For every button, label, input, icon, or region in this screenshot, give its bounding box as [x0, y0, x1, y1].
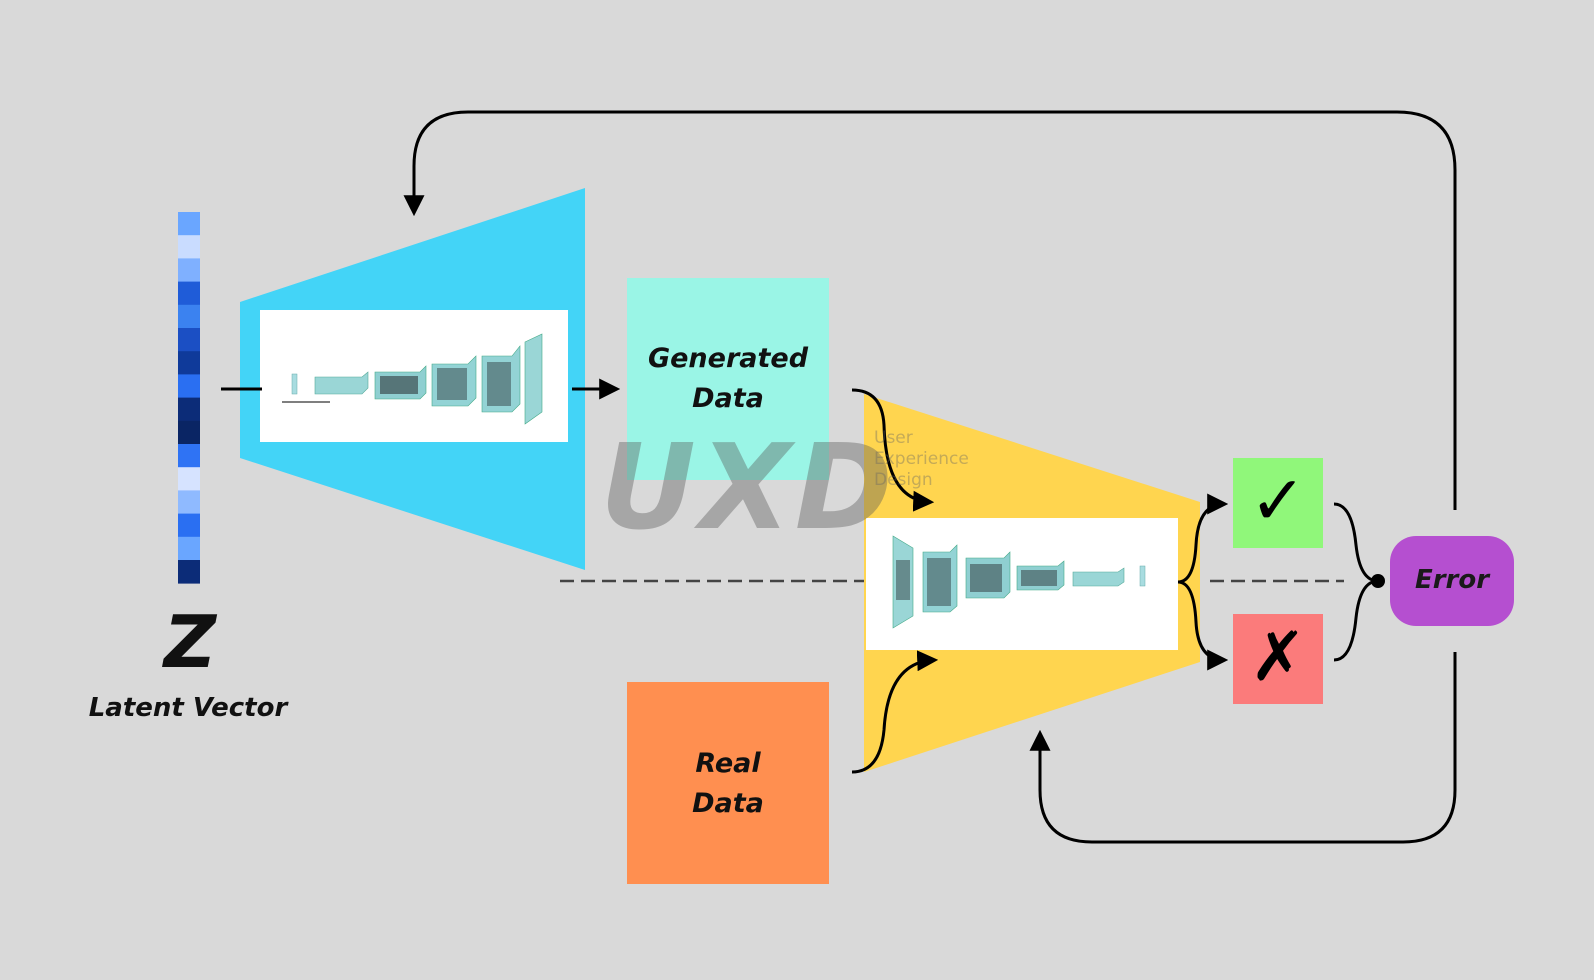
- latent-cell: [178, 258, 200, 282]
- discriminator-to-fake-arrow: [1177, 580, 1229, 671]
- cross-icon: ✗: [1249, 618, 1307, 697]
- latent-cell: [178, 328, 200, 352]
- latent-vector-bar: [178, 212, 200, 584]
- latent-cell: [178, 536, 200, 561]
- real-to-discriminator-arrow: [851, 650, 939, 774]
- latent-cell: [178, 397, 200, 422]
- fake-to-error-line: [1333, 579, 1379, 662]
- latent-cell: [178, 444, 200, 468]
- junction-dot: [1371, 574, 1385, 588]
- checkmark-icon: ✓: [1249, 462, 1307, 541]
- generated-data-box: [627, 278, 829, 480]
- generated-data-label: Generated Data: [627, 339, 829, 419]
- real-output-box: [1233, 458, 1323, 548]
- real-data-box: [627, 682, 829, 884]
- error-to-generator-feedback-arrow: [403, 110, 1457, 510]
- latent-cell: [178, 560, 200, 584]
- latent-cell: [178, 420, 200, 445]
- error-label: Error: [1414, 565, 1490, 595]
- latent-cell: [178, 304, 200, 329]
- real-data-line2: Data: [692, 788, 764, 819]
- error-box: [1390, 536, 1514, 626]
- generated-data-line1: Generated: [647, 343, 809, 374]
- latent-vector-label: Latent Vector: [88, 693, 288, 723]
- latent-cell: [178, 374, 200, 398]
- discriminator-to-real-arrow: [1177, 493, 1229, 584]
- discriminator-architecture-image: [866, 518, 1178, 650]
- connectors: [221, 110, 1457, 844]
- latent-cell: [178, 212, 200, 236]
- latent-cell: [178, 513, 200, 538]
- latent-symbol: Z: [163, 600, 217, 684]
- latent-cell: [178, 281, 200, 306]
- generated-to-discriminator-arrow: [851, 388, 935, 512]
- watermark-text: User Experience Design: [874, 428, 969, 490]
- real-data-line1: Real: [695, 748, 761, 779]
- latent-cell: [178, 467, 200, 491]
- error-to-discriminator-feedback-arrow: [1029, 652, 1457, 844]
- watermark-logo: UXD: [600, 418, 897, 556]
- latent-cell: [178, 235, 200, 259]
- latent-cell: [178, 351, 200, 375]
- generator-architecture-image: [260, 310, 568, 442]
- latent-cell: [178, 490, 200, 514]
- generated-data-line2: Data: [692, 383, 764, 414]
- fake-output-box: [1233, 614, 1323, 704]
- real-to-error-line: [1333, 502, 1379, 583]
- real-data-label: Real Data: [627, 744, 829, 824]
